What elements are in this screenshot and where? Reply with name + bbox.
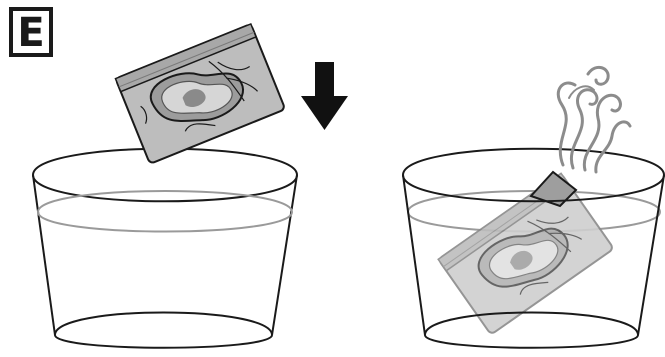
down-arrow-icon (301, 62, 348, 130)
falling-bag-icon (115, 24, 285, 164)
left-water-surface (38, 191, 292, 232)
step-label: E (17, 13, 44, 53)
left-water-pot-icon (33, 149, 297, 348)
steam-icon (558, 67, 630, 172)
step-badge: E (9, 7, 53, 57)
